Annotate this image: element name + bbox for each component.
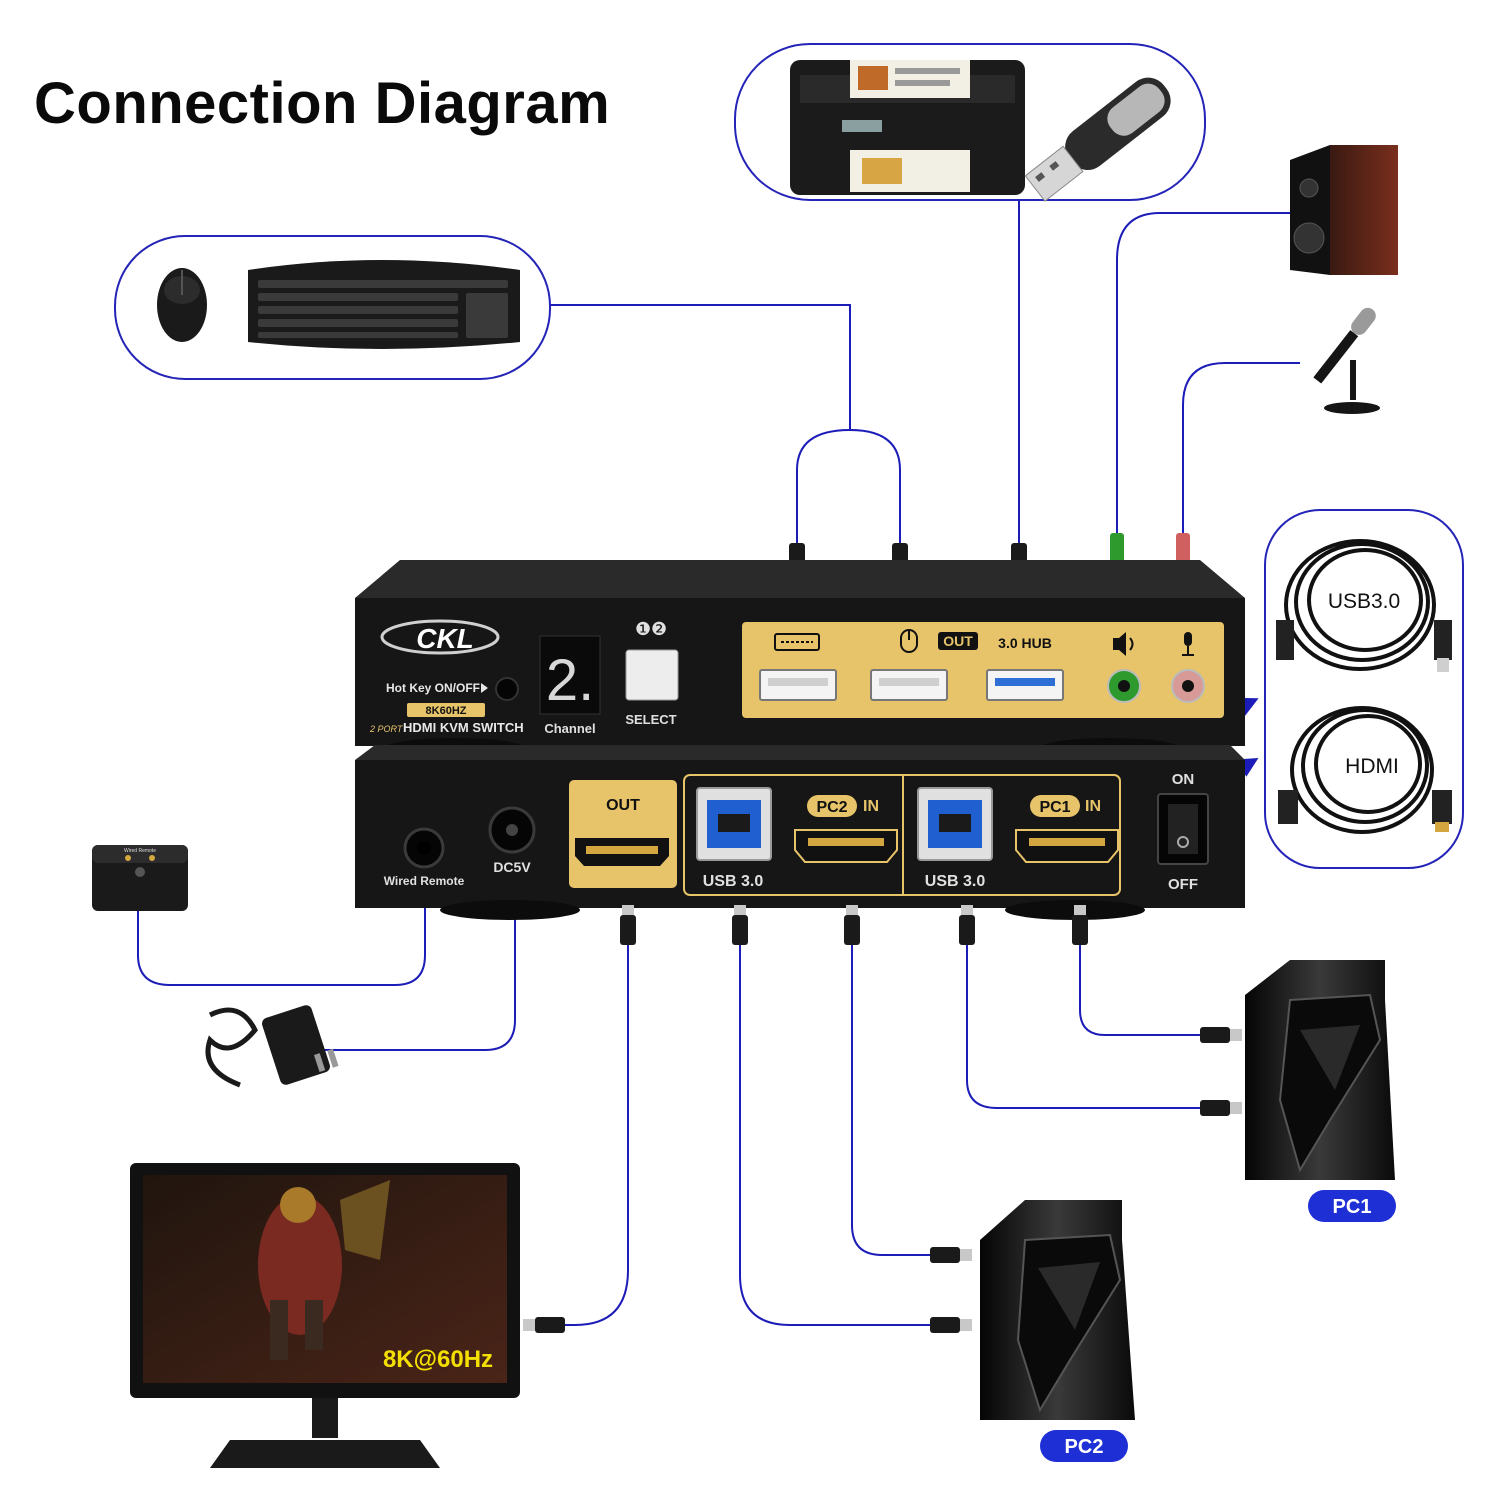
side-plugs	[523, 1027, 1242, 1333]
hdmi-cable-icon	[1278, 706, 1452, 834]
monitor-icon: 8K@60Hz	[130, 1163, 520, 1468]
mouse-icon	[157, 268, 207, 342]
cable-lines	[137, 200, 1300, 1326]
game-character-image	[258, 1180, 390, 1360]
usb-cable-label: USB3.0	[1328, 590, 1400, 613]
select-label: SELECT	[625, 712, 676, 727]
cable-speaker	[1116, 212, 1290, 535]
brand-logo: CKL	[416, 623, 474, 654]
select-button[interactable]	[625, 649, 679, 701]
speaker-icon	[1290, 145, 1398, 275]
usb-cable-icon	[1276, 539, 1452, 672]
pc1-label: PC1	[1333, 1196, 1372, 1218]
cable-usb-pc1	[966, 945, 1200, 1109]
cable-hdmi-monitor	[560, 945, 629, 1326]
hotkey-label: Hot Key ON/OFF	[386, 681, 480, 695]
port-numbers: ❶❷	[635, 619, 667, 639]
pc2-in-label: IN	[863, 798, 879, 815]
cable-usb-pc2	[739, 945, 930, 1326]
pc2-port-label: PC2	[816, 799, 847, 816]
kvm-rear-unit: Wired Remote DC5V OUT USB 3.0 PC2 IN USB…	[355, 745, 1245, 920]
pc1-badge	[1308, 1190, 1396, 1222]
pc-tower-icon	[980, 1200, 1135, 1420]
kvm-front-unit: CKL Hot Key ON/OFF 8K60HZ 2 PORT HDMI KV…	[355, 560, 1245, 758]
page-title: Connection Diagram	[34, 71, 611, 136]
pc2-label: PC2	[1065, 1436, 1104, 1458]
hdmi-out-label: OUT	[606, 797, 640, 814]
front-out-label: OUT	[943, 633, 973, 649]
bottom-plugs	[620, 905, 1088, 945]
monitor-resolution-text: 8K@60Hz	[383, 1346, 493, 1373]
cable-usb-split	[796, 428, 901, 545]
power-adapter-icon	[205, 1005, 339, 1088]
cable-keyboard-mouse	[550, 304, 851, 430]
pc1-in-label: IN	[1085, 798, 1101, 815]
microphone-icon	[1313, 307, 1380, 414]
microphone-port-icon	[1182, 632, 1194, 656]
usb30-label-pc2: USB 3.0	[703, 873, 764, 890]
printer-icon	[790, 60, 1025, 195]
pc-tower-icon	[1245, 960, 1395, 1180]
usb30-label-pc1: USB 3.0	[925, 873, 986, 890]
model-prefix: 2 PORT	[369, 724, 404, 734]
hotkey-button[interactable]	[495, 677, 519, 701]
switch-on-label: ON	[1172, 771, 1195, 788]
hdmi-cable-label: HDMI	[1345, 755, 1399, 778]
model-label: HDMI KVM SWITCH	[403, 720, 524, 735]
pc2-badge	[1040, 1430, 1128, 1462]
cable-mic	[1182, 362, 1300, 535]
wired-remote-icon	[92, 845, 188, 911]
switch-off-label: OFF	[1168, 876, 1198, 893]
resolution-badge: 8K60HZ	[426, 705, 467, 717]
bubble-cable-legend	[1264, 509, 1464, 869]
wired-remote-label: Wired Remote	[384, 874, 465, 888]
volume-icon	[1113, 632, 1134, 656]
pc1-port-label: PC1	[1039, 799, 1070, 816]
channel-display: 2.	[546, 648, 594, 713]
cable-hdmi-pc1	[1079, 945, 1200, 1036]
cable-power	[320, 895, 516, 1051]
mouse-port-icon	[900, 629, 918, 653]
cable-remote	[137, 895, 426, 986]
keyboard-icon	[248, 260, 520, 349]
keyboard-port-icon	[774, 633, 820, 651]
channel-label: Channel	[544, 721, 595, 736]
hub-label: 3.0 HUB	[998, 635, 1052, 651]
usb-drive-icon	[1024, 77, 1171, 202]
cable-hdmi-pc2	[851, 945, 930, 1256]
dc-label: DC5V	[493, 859, 531, 875]
remote-label: Wired Remote	[124, 848, 156, 854]
